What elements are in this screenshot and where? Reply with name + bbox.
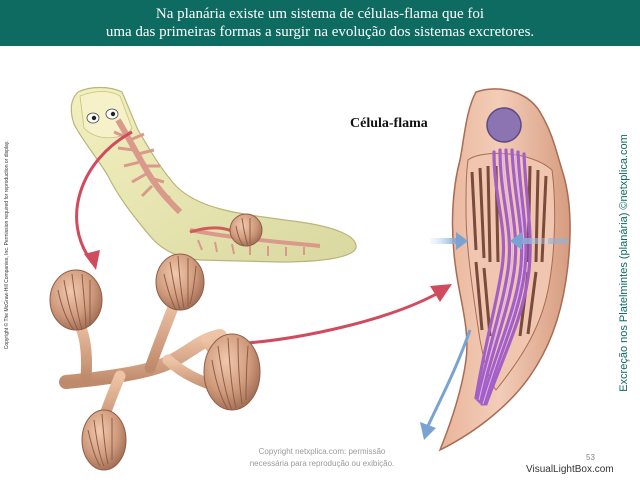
copyright-vertical: Copyright © The McGraw-Hill Companies, I… xyxy=(0,95,14,395)
tubule-network xyxy=(49,213,263,471)
cilia-highlights xyxy=(478,151,525,405)
pink-arrows xyxy=(75,130,452,346)
arrow-tubules-to-cell-shaft xyxy=(233,290,441,346)
cell-wall-ribs-left xyxy=(470,165,500,337)
watermark-line-2: necessária para reprodução ou exibição. xyxy=(249,459,395,468)
planarian xyxy=(70,86,357,263)
cilia-bundle xyxy=(474,148,532,406)
watermark-line-1: Copyright netxplica.com: permissão xyxy=(258,447,386,456)
side-caption-text: Excreção nos Platelmintes (planária) ©ne… xyxy=(618,134,630,392)
flow-arrow-right-tail xyxy=(548,238,568,244)
arrow-worm-to-tubules-shaft xyxy=(75,130,133,263)
side-caption: Excreção nos Platelmintes (planária) ©ne… xyxy=(612,118,636,408)
flow-arrow-right-shaft xyxy=(520,238,550,244)
flame-bulb-1 xyxy=(49,269,103,331)
gut-posterior-branches xyxy=(197,239,305,256)
eyespot-right-pupil xyxy=(110,111,116,117)
nucleus xyxy=(486,107,522,143)
flow-arrows xyxy=(420,232,568,440)
arrow-tubules-to-cell-head xyxy=(430,284,452,302)
outflow-arrow-shaft xyxy=(426,329,472,427)
flow-arrow-left-head xyxy=(456,232,468,250)
gut-branches xyxy=(113,130,171,200)
site-mark: VisualLightBox.com xyxy=(526,464,614,475)
flame-bulb-5 xyxy=(81,409,127,471)
flame-cell-label: Célula-flama xyxy=(350,116,428,131)
watermark: Copyright netxplica.com: permissão neces… xyxy=(228,446,416,470)
flow-arrow-left-shaft xyxy=(430,238,458,244)
flame-bulb-2 xyxy=(155,253,205,311)
slide-header: Na planária existe um sistema de células… xyxy=(0,0,640,46)
copyright-vertical-text: Copyright © The McGraw-Hill Companies, I… xyxy=(4,140,10,350)
flame-cell xyxy=(438,88,571,452)
eyespot-left-pupil xyxy=(91,115,97,121)
arrow-worm-to-tubules-head xyxy=(84,250,100,270)
title-line-1: Na planária existe um sistema de células… xyxy=(155,6,485,22)
flow-arrow-right-head xyxy=(510,232,522,250)
outflow-arrow-head xyxy=(420,422,436,440)
flame-bulb-4 xyxy=(203,333,261,411)
page-number: 53 xyxy=(586,453,595,462)
flame-bulb-3 xyxy=(229,213,263,247)
title-line-2: uma das primeiras formas a surgir na evo… xyxy=(105,24,535,40)
